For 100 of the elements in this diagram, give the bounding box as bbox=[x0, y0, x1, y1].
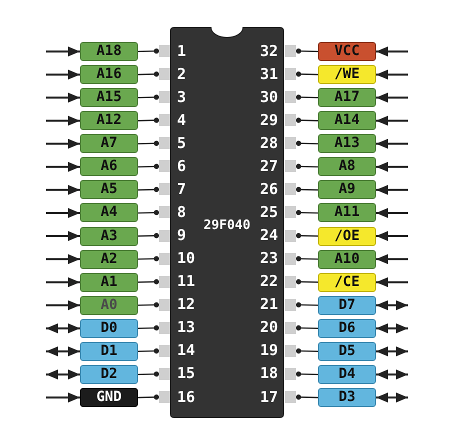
pin-number: 24 bbox=[260, 227, 278, 244]
signal-tag: A8 bbox=[318, 157, 376, 176]
signal-tag: A9 bbox=[318, 180, 376, 200]
pin-line bbox=[138, 233, 160, 238]
signal-tag: A1 bbox=[80, 272, 138, 292]
signal-tag: /OE bbox=[318, 226, 376, 246]
pin-pad bbox=[159, 206, 170, 218]
double-arrow bbox=[376, 300, 408, 310]
pin-pad bbox=[285, 114, 296, 126]
pin-number: 7 bbox=[177, 180, 186, 198]
signal-tag: A6 bbox=[80, 157, 138, 176]
pin-line bbox=[296, 233, 318, 238]
pin-pad bbox=[285, 368, 296, 380]
signal-tag: /CE bbox=[318, 272, 376, 292]
pin-number: 28 bbox=[260, 134, 278, 152]
signal-tag: D4 bbox=[318, 364, 376, 384]
pin-pad bbox=[285, 391, 296, 404]
arrow bbox=[46, 46, 80, 56]
signal-tag: A14 bbox=[318, 111, 376, 130]
signal-tag: A10 bbox=[318, 250, 376, 269]
arrow bbox=[46, 392, 80, 403]
pin-line bbox=[138, 279, 160, 284]
pin-line bbox=[296, 72, 318, 77]
arrow bbox=[376, 231, 408, 242]
signal-tag: A12 bbox=[80, 111, 138, 130]
pin-line bbox=[296, 394, 318, 400]
chip-label: 29F040 bbox=[204, 218, 250, 233]
pin-pad bbox=[159, 91, 170, 104]
pin-pad bbox=[159, 68, 170, 80]
pin-number: 22 bbox=[260, 273, 278, 290]
pin-pad bbox=[285, 276, 296, 288]
signal-tag: D2 bbox=[80, 364, 138, 384]
pin-line bbox=[296, 164, 318, 169]
pin-pad bbox=[285, 344, 296, 357]
pin-pad bbox=[285, 91, 296, 104]
pin-pad bbox=[159, 45, 170, 57]
pin-line bbox=[296, 279, 318, 284]
arrow bbox=[46, 184, 80, 195]
pin-number: 25 bbox=[260, 204, 278, 221]
pin-number: 3 bbox=[177, 88, 186, 106]
pin-number: 27 bbox=[260, 158, 278, 175]
signal-tag: D3 bbox=[318, 388, 376, 408]
signal-tag: D1 bbox=[80, 342, 138, 361]
arrow bbox=[376, 162, 408, 172]
pin-line bbox=[138, 72, 160, 77]
arrow bbox=[376, 116, 408, 126]
pin-number: 1 bbox=[177, 42, 186, 60]
pin-line bbox=[138, 94, 160, 100]
ic-chip bbox=[170, 27, 284, 418]
double-arrow bbox=[46, 323, 80, 334]
signal-tag: A11 bbox=[318, 203, 376, 222]
pin-pad bbox=[159, 252, 170, 265]
pin-line bbox=[296, 210, 318, 216]
pin-number: 30 bbox=[260, 88, 278, 106]
signal-tag: D6 bbox=[318, 318, 376, 338]
arrow bbox=[376, 208, 408, 218]
pin-line bbox=[296, 302, 318, 308]
pin-line bbox=[296, 325, 318, 330]
pin-line bbox=[138, 256, 160, 262]
pin-pad bbox=[159, 368, 170, 380]
pin-number: 2 bbox=[177, 66, 186, 83]
pin-pad bbox=[285, 45, 296, 57]
signal-tag: A0 bbox=[80, 296, 138, 315]
signal-tag: GND bbox=[80, 388, 138, 408]
pin-line bbox=[138, 371, 160, 377]
pin-line bbox=[296, 256, 318, 262]
arrow bbox=[46, 208, 80, 218]
double-arrow bbox=[46, 369, 80, 380]
arrow bbox=[376, 277, 408, 288]
signal-tag: A5 bbox=[80, 180, 138, 200]
pin-pad bbox=[285, 68, 296, 80]
pin-line bbox=[296, 371, 318, 377]
arrow bbox=[46, 162, 80, 172]
pin-pad bbox=[159, 160, 170, 172]
pin-pad bbox=[159, 322, 170, 334]
pin-number: 13 bbox=[177, 319, 196, 336]
arrow bbox=[46, 116, 80, 126]
signal-tag: D5 bbox=[318, 342, 376, 361]
pin-pad bbox=[159, 391, 170, 404]
arrow bbox=[46, 70, 80, 80]
pin-line bbox=[138, 210, 160, 216]
double-arrow bbox=[46, 346, 80, 356]
pin-number: 9 bbox=[177, 227, 186, 244]
double-arrow bbox=[376, 369, 408, 380]
arrow bbox=[46, 300, 80, 310]
pin-pad bbox=[285, 252, 296, 265]
pin-number: 5 bbox=[177, 134, 186, 152]
pin-line bbox=[296, 118, 318, 123]
pin-number: 21 bbox=[260, 296, 278, 314]
signal-tag: /WE bbox=[318, 65, 376, 84]
signal-tag: D0 bbox=[80, 318, 138, 338]
pin-number: 16 bbox=[177, 388, 196, 406]
arrow bbox=[46, 277, 80, 288]
pin-number: 20 bbox=[260, 319, 278, 336]
pin-number: 29 bbox=[260, 112, 278, 129]
pin-number: 19 bbox=[260, 342, 278, 360]
pin-line bbox=[138, 118, 160, 123]
arrow bbox=[376, 184, 408, 195]
pin-pad bbox=[159, 230, 170, 242]
pin-line bbox=[296, 48, 318, 54]
